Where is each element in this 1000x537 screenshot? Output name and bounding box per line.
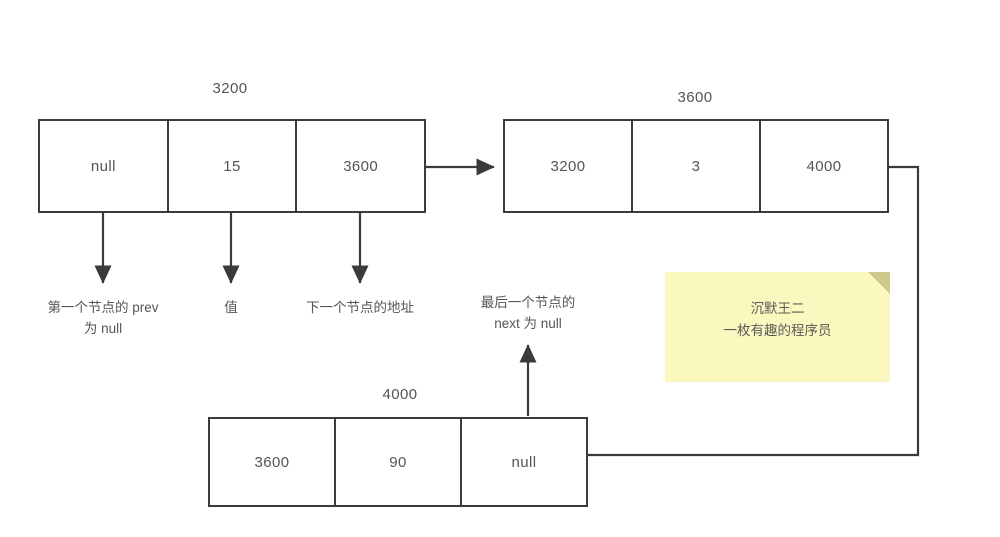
list-node-3: 3600 90 null bbox=[208, 417, 588, 507]
node-address-label-3: 4000 bbox=[382, 386, 418, 403]
node-1-cell-next: 3600 bbox=[295, 121, 424, 211]
annotation-prev-is-null: 第一个节点的 prev 为 null bbox=[13, 297, 193, 339]
node-2-cell-data: 3 bbox=[631, 121, 759, 211]
annotation-prev-is-null-line-2: 为 null bbox=[83, 321, 123, 336]
annotation-value: 值 bbox=[224, 300, 238, 315]
sticky-note: 沉默王二 一枚有趣的程序员 bbox=[665, 272, 890, 382]
annotation-prev-is-null-line-1: 第一个节点的 prev bbox=[47, 300, 159, 315]
node-address-label-1: 3200 bbox=[212, 80, 248, 97]
node-1-cell-prev: null bbox=[90, 157, 116, 175]
annotation-tail-next-null: 最后一个节点的 next 为 null bbox=[443, 292, 613, 334]
sticky-note-line-1: 沉默王二 bbox=[750, 301, 805, 316]
node-address-label-2: 3600 bbox=[677, 89, 713, 106]
connector-node2-next-to-node3 bbox=[588, 165, 920, 457]
node-3-cell-data: 90 bbox=[334, 419, 460, 505]
node-1-cell-data: 15 bbox=[166, 121, 296, 211]
node-3-cell-next: null bbox=[460, 419, 586, 505]
sticky-note-line-2: 一枚有趣的程序员 bbox=[723, 323, 832, 338]
node-2-cell-prev: 3200 bbox=[550, 157, 586, 175]
list-node-2: 3200 3 4000 bbox=[503, 119, 889, 213]
list-node-1: null 15 3600 bbox=[38, 119, 426, 213]
annotation-tail-next-null-line-2: next 为 null bbox=[494, 316, 562, 331]
annotation-next-address: 下一个节点的地址 bbox=[306, 300, 414, 315]
annotation-tail-next-null-line-1: 最后一个节点的 bbox=[480, 295, 576, 310]
page-fold-icon bbox=[868, 272, 890, 294]
node-2-cell-next: 4000 bbox=[759, 121, 887, 211]
sticky-note-text: 沉默王二 一枚有趣的程序员 bbox=[665, 298, 890, 342]
node-3-cell-prev: 3600 bbox=[254, 453, 290, 471]
